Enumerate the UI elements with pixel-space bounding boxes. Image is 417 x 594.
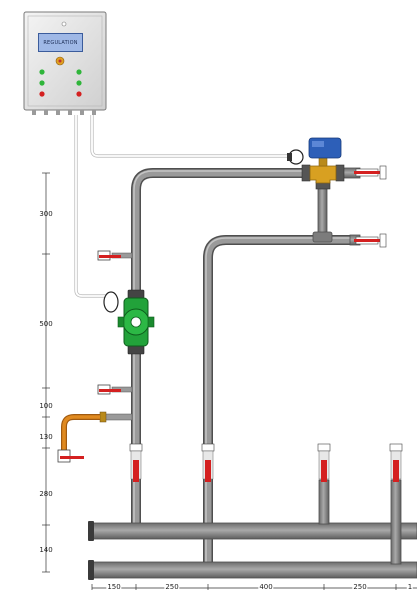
dim-label-280: 280 xyxy=(39,490,53,498)
circuit-pipes xyxy=(318,479,402,565)
vertical-dimension-line xyxy=(42,172,50,573)
bypass-pipe xyxy=(312,185,333,243)
control-box xyxy=(23,11,107,115)
control-screen: REGULATION xyxy=(38,33,83,52)
manifold-supply xyxy=(88,521,417,541)
dim-label-400: 400 xyxy=(258,583,274,591)
three-way-valve xyxy=(287,137,345,190)
indicator-lights xyxy=(39,69,82,97)
isolation-valves xyxy=(129,443,403,482)
dim-label-250: 250 xyxy=(164,583,180,591)
side-valves xyxy=(97,165,387,395)
return-pipe xyxy=(203,235,355,570)
circulation-pump xyxy=(103,289,155,355)
dim-label-1: 1 xyxy=(406,583,414,591)
flex-hose xyxy=(57,411,133,463)
dim-label-130: 130 xyxy=(39,433,53,441)
dim-label-250-b: 250 xyxy=(352,583,368,591)
valve-actuator xyxy=(308,137,342,159)
control-screen-text: REGULATION xyxy=(43,39,78,46)
manifold-return xyxy=(88,560,417,580)
dim-label-500: 500 xyxy=(39,320,53,328)
sensor-cables xyxy=(74,115,290,298)
dim-label-300: 300 xyxy=(39,210,53,218)
dim-label-100: 100 xyxy=(39,402,53,410)
horizontal-dimension-line xyxy=(91,584,417,590)
supply-pipe xyxy=(131,168,306,525)
pump-sensor-icon xyxy=(103,291,119,313)
dim-label-140: 140 xyxy=(39,546,53,554)
dim-label-150: 150 xyxy=(106,583,122,591)
